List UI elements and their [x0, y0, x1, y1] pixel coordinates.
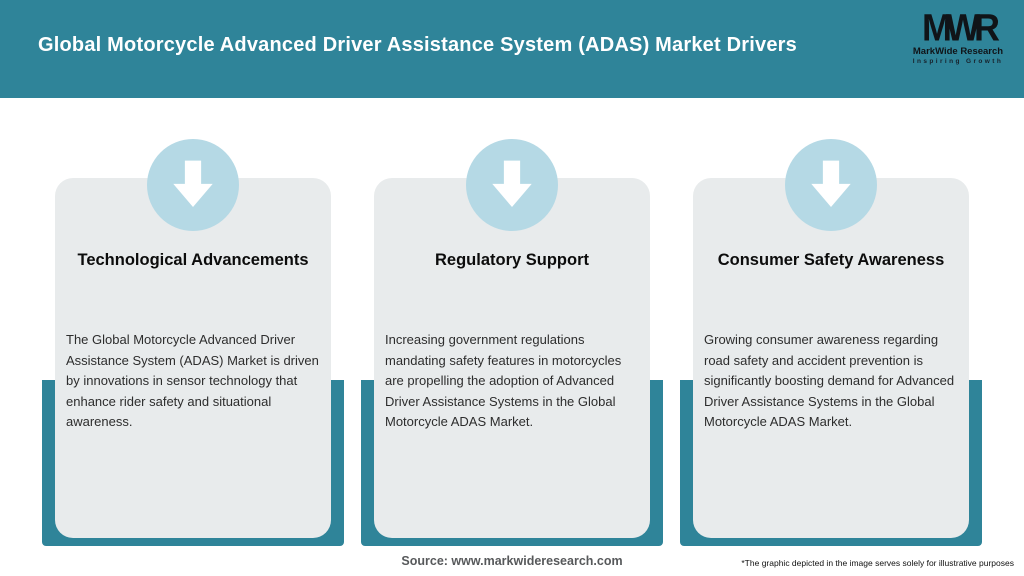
page-title: Global Motorcycle Advanced Driver Assist… — [38, 33, 797, 56]
card-description: Increasing government regulations mandat… — [385, 332, 622, 429]
card-description: Growing consumer awareness regarding roa… — [704, 332, 955, 429]
source-attribution: Source: www.markwideresearch.com — [401, 554, 623, 568]
driver-card-technological-advancements: Technological Advancements The Global Mo… — [42, 0, 344, 576]
logo-tagline: Inspiring Growth — [912, 58, 1004, 65]
card-body — [374, 178, 650, 538]
card-title: Regulatory Support — [434, 251, 589, 269]
card-title: Technological Advancements — [77, 251, 309, 269]
driver-card-regulatory-support: Regulatory Support Increasing government… — [361, 0, 663, 576]
logo-monogram: MWR — [922, 5, 1000, 50]
markwide-research-logo: MWR MarkWide Research Inspiring Growth — [910, 5, 1006, 65]
down-arrow-icon — [466, 139, 558, 231]
down-arrow-icon — [147, 139, 239, 231]
card-body — [693, 178, 969, 538]
card-description: The Global Motorcycle Advanced Driver As… — [66, 332, 319, 429]
driver-card-consumer-safety-awareness: Consumer Safety Awareness Growing consum… — [680, 0, 982, 576]
card-title: Consumer Safety Awareness — [717, 251, 945, 269]
card-body — [55, 178, 331, 538]
down-arrow-icon — [785, 139, 877, 231]
header-banner: Global Motorcycle Advanced Driver Assist… — [0, 0, 1024, 98]
logo-name: MarkWide Research — [912, 46, 1004, 57]
illustrative-disclaimer: *The graphic depicted in the image serve… — [741, 558, 1014, 568]
